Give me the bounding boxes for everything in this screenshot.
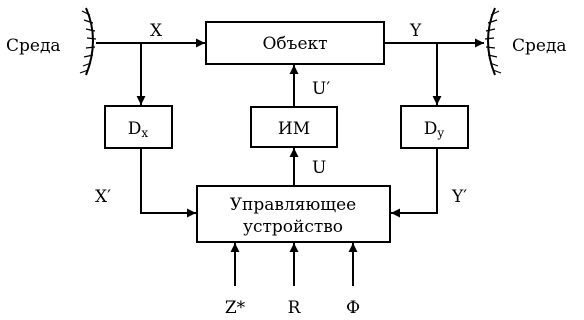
sensor-x-main: D xyxy=(128,119,142,139)
signal-x-label: X xyxy=(150,21,163,41)
sensor-x-sub: x xyxy=(141,126,148,140)
signal-r-label: R xyxy=(288,298,302,318)
actuator-label: ИМ xyxy=(278,119,310,139)
object-block-label: Объект xyxy=(262,34,327,54)
signal-z-star-label: Z* xyxy=(225,298,246,318)
controller-block xyxy=(196,185,391,243)
signal-y-prime-label: Y′ xyxy=(451,187,467,207)
arrow-sensor-y-to-controller xyxy=(391,148,438,218)
signal-u-label: U xyxy=(312,158,326,178)
sensor-y-main: D xyxy=(424,119,438,139)
signal-y-label: Y xyxy=(409,21,422,41)
controller-label-line1: Управляющее xyxy=(230,195,356,215)
arrow-sensor-x-to-controller xyxy=(140,148,196,218)
sensor-x-label: Dx xyxy=(128,119,149,140)
environment-right-label: Среда xyxy=(512,36,567,56)
sensor-y-label: Dy xyxy=(424,119,445,140)
sensor-x-block xyxy=(104,105,173,149)
signal-x-prime-label: X′ xyxy=(95,187,111,207)
environment-left-label: Среда xyxy=(6,36,61,56)
environment-left xyxy=(79,7,97,76)
sensor-y-sub: y xyxy=(436,126,444,140)
sensor-y-block xyxy=(400,105,469,149)
signal-phi-label: Ф xyxy=(346,298,360,318)
controller-label-line2: устройство xyxy=(243,217,343,237)
signal-u-prime-label: U′ xyxy=(312,79,330,99)
environment-right xyxy=(484,7,502,76)
